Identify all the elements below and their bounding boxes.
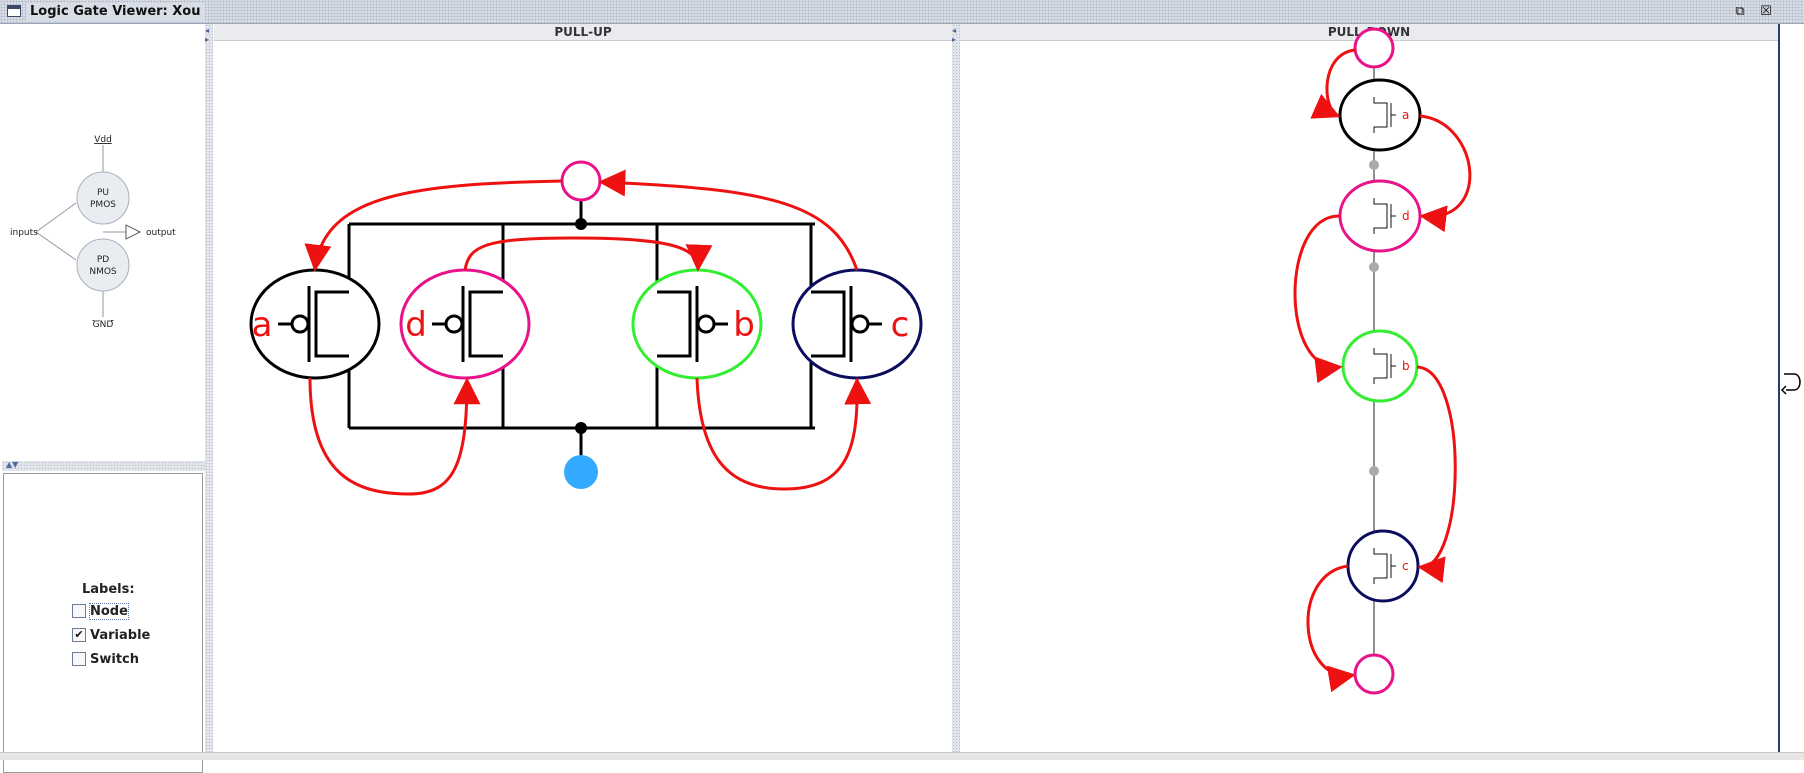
nmos-transistor-a[interactable]: a: [1338, 78, 1422, 152]
checkbox-checked-icon[interactable]: ✔: [72, 627, 86, 642]
checkbox-label: Switch: [90, 652, 140, 667]
vdd-label: Vdd: [94, 135, 112, 145]
variable-label-checkbox[interactable]: ✔ Variable: [72, 627, 151, 646]
pull-up-arrows: [304, 169, 872, 496]
pmos-transistor-c[interactable]: c: [791, 268, 923, 380]
left-splitter[interactable]: ▲▼: [2, 461, 205, 471]
transistor-label: b: [733, 305, 755, 345]
pu-label: PU: [97, 188, 109, 198]
pull-down-arrows: [1293, 48, 1472, 693]
divider-arrows-icon[interactable]: ◂▸: [952, 26, 957, 44]
pd-nmos-node[interactable]: [76, 238, 130, 292]
title-bar: Logic Gate Viewer: Xou ⧉ ☒: [0, 0, 1804, 24]
output-label: output: [146, 228, 176, 238]
pull-down-canvas: a d b: [1293, 27, 1472, 695]
nmos-transistor-b[interactable]: b: [1341, 329, 1419, 403]
output-node[interactable]: [1353, 27, 1395, 69]
center-divider[interactable]: ◂▸: [952, 24, 960, 752]
checkbox-icon[interactable]: [72, 603, 86, 618]
transistor-label: c: [891, 305, 910, 345]
gnd-label: GND: [93, 320, 114, 330]
nmos-transistor-d[interactable]: d: [1338, 179, 1422, 253]
divider-arrows-icon[interactable]: ◂▸: [205, 26, 210, 44]
checkbox-label: Node: [89, 603, 129, 620]
pmos-transistor-a[interactable]: a: [249, 268, 381, 380]
left-panel: Vdd PU PMOS PD NMOS inputs output GND ▲▼…: [2, 27, 205, 773]
window-title: Logic Gate Viewer: Xou: [26, 3, 205, 21]
output-junction-dot: [575, 422, 587, 434]
transistor-label: d: [1402, 209, 1410, 223]
junction-dot: [1369, 262, 1379, 272]
checkbox-label: Variable: [90, 628, 151, 643]
node-label-checkbox[interactable]: Node: [72, 603, 129, 622]
vdd-node[interactable]: [560, 160, 602, 202]
window-frame-right: [1778, 24, 1804, 752]
self-loop-icon: [1780, 373, 1801, 395]
transistor-label: a: [1402, 108, 1409, 122]
status-bar: [0, 752, 1804, 760]
labels-panel: Labels: Node ✔ Variable Switch: [3, 473, 203, 773]
pmos-transistor-d[interactable]: d: [399, 268, 531, 380]
transistor-label: c: [1402, 559, 1409, 573]
pd-label: PD: [97, 255, 109, 265]
gnd-node[interactable]: [1353, 653, 1395, 695]
inputs-label: inputs: [10, 228, 38, 238]
pull-down-panel: PULL-DOWN a: [960, 24, 1778, 752]
close-icon[interactable]: ☒: [1760, 4, 1772, 19]
nmos-label: NMOS: [89, 267, 117, 277]
nmos-transistor-c[interactable]: c: [1346, 529, 1420, 603]
pu-pmos-node[interactable]: [76, 171, 130, 225]
transistor-label: a: [252, 305, 273, 345]
left-divider[interactable]: ◂▸: [205, 24, 213, 752]
output-node[interactable]: [564, 455, 598, 489]
pull-up-canvas: a d b: [249, 160, 923, 496]
gate-overview: Vdd PU PMOS PD NMOS inputs output GND: [2, 27, 205, 437]
pmos-label: PMOS: [90, 200, 116, 210]
checkbox-icon[interactable]: [72, 651, 86, 666]
transistor-label: b: [1402, 359, 1410, 373]
window-icon: [7, 5, 21, 17]
splitter-arrows-icon[interactable]: ▲▼: [6, 460, 19, 469]
labels-heading: Labels:: [82, 582, 135, 597]
vdd-junction-dot: [575, 218, 587, 230]
junction-dot: [1369, 466, 1379, 476]
junction-dot: [1369, 160, 1379, 170]
pull-up-panel: PULL-UP a: [214, 24, 952, 752]
switch-label-checkbox[interactable]: Switch: [72, 651, 140, 670]
pmos-transistor-b[interactable]: b: [631, 268, 763, 380]
gate-overview-diagram: Vdd PU PMOS PD NMOS inputs output GND: [10, 135, 176, 330]
restore-icon[interactable]: ⧉: [1735, 4, 1745, 19]
pull-up-header: PULL-UP: [214, 24, 952, 41]
transistor-label: d: [405, 305, 427, 345]
